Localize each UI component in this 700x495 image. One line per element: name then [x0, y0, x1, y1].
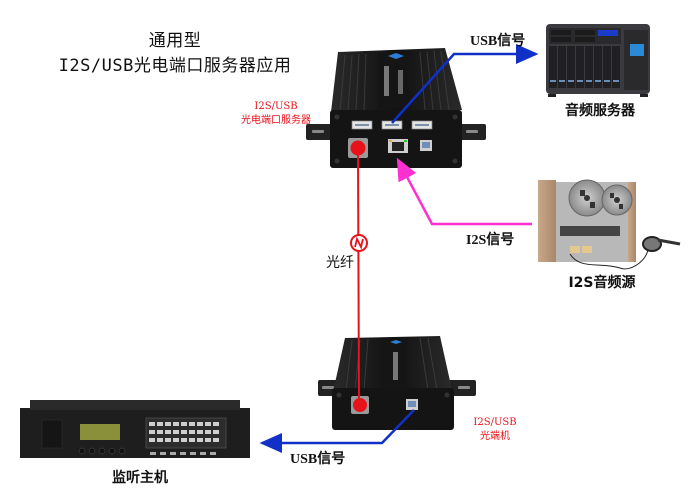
i2s-signal-label: I2S信号	[466, 233, 515, 248]
usb-bottom-link-line	[259, 409, 415, 453]
port-server-device	[306, 48, 486, 168]
optical-terminal-device	[318, 336, 476, 430]
fiber-symbol-icon	[350, 234, 368, 252]
audio-server-device	[546, 24, 650, 97]
monitor-host-label: 监听主机	[112, 470, 168, 486]
audio-server-label: 音频服务器	[565, 103, 635, 119]
i2s-link-line	[396, 157, 532, 226]
monitor-host-device	[20, 400, 250, 458]
usb-bottom-signal-label: USB信号	[290, 452, 346, 467]
port-server-label: I2S/USB 光电端口服务器	[236, 100, 316, 128]
diagram-title-line1: 通用型	[148, 31, 202, 51]
fiber-label: 光纤	[326, 255, 354, 271]
optical-terminal-label-line1: I2S/USB	[473, 417, 517, 428]
usb-top-signal-label: USB信号	[470, 34, 526, 49]
port-server-label-line2: 光电端口服务器	[241, 115, 311, 126]
optical-terminal-label: I2S/USB 光端机	[460, 416, 530, 444]
diagram-title-line2: I2S/USB光电端口服务器应用	[58, 56, 292, 76]
optical-terminal-label-line2: 光端机	[480, 431, 510, 442]
fiber-link-line	[357, 151, 360, 409]
usb-top-link-line	[391, 44, 539, 124]
i2s-source-label: I2S音频源	[568, 275, 636, 291]
i2s-audio-source-device	[538, 179, 681, 270]
port-server-label-line1: I2S/USB	[254, 101, 298, 112]
